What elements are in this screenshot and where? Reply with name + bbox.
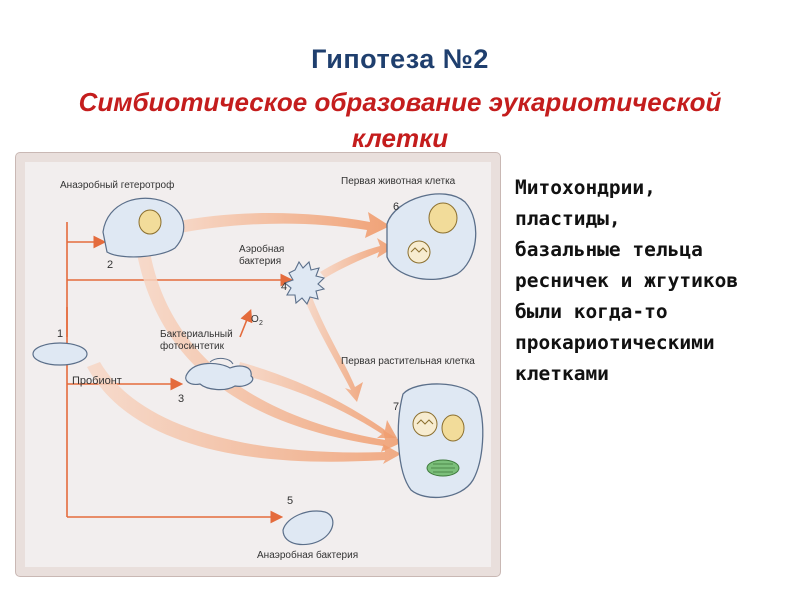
arrow-1-to-7: [87, 362, 401, 464]
plant-mitochondrion-cristae: [416, 419, 434, 425]
oxygen-subscript: 2: [259, 320, 263, 327]
hypothesis-title: Гипотеза №2: [311, 44, 489, 74]
subtitle-line-1: Симбиотическое образование эукариотическ…: [78, 87, 722, 117]
anaerobic-bacterium: [282, 510, 334, 546]
animal-cell: [386, 193, 477, 281]
first-plant-cell-label: Первая растительная клетка: [341, 356, 475, 367]
bacterium-membrane: [209, 357, 234, 365]
first-animal-cell-label: Первая животная клетка: [341, 176, 456, 187]
explanation-line: базальные тельца: [515, 238, 703, 261]
subtitle-line-2: клетки: [351, 123, 449, 153]
number-2: 2: [107, 259, 113, 271]
probiont-label: Пробионт: [72, 375, 122, 387]
number-1: 1: [57, 328, 63, 340]
aerobic-label-2: бактерия: [239, 255, 281, 267]
explanation-line: Митохондрии,: [515, 176, 656, 199]
chloroplast-thylakoids: [431, 463, 455, 473]
number-3: 3: [178, 393, 184, 405]
plant-cell: [397, 383, 484, 499]
explanation-line: прокариотическими: [515, 331, 715, 354]
nucleus: [138, 209, 162, 235]
diagram-frame: 1 Пробионт Анаэробный гетеротроф 2 Бакте…: [16, 153, 500, 576]
probiont-cell: [32, 342, 88, 366]
animal-cell-nucleus: [428, 202, 458, 234]
slide-subtitle: Симбиотическое образование эукариотическ…: [30, 84, 770, 156]
plant-cell-nucleus: [441, 414, 465, 442]
explanation-line: были когда-то: [515, 300, 668, 323]
explanation-line: пластиды,: [515, 207, 621, 230]
number-6: 6: [393, 201, 399, 213]
aerobic-bacterium: [283, 260, 326, 306]
number-5: 5: [287, 495, 293, 507]
diagram-panel: 1 Пробионт Анаэробный гетеротроф 2 Бакте…: [25, 162, 491, 567]
anaerobic-heterotroph-label: Анаэробный гетеротроф: [60, 179, 174, 191]
number-4: 4: [281, 281, 287, 293]
explanation-text: Митохондрии, пластиды, базальные тельца …: [515, 172, 795, 389]
mitochondrion-cristae: [410, 247, 428, 253]
arrow-4-to-7: [303, 292, 363, 402]
aerobic-label-1: Аэробная: [239, 243, 284, 255]
arrow-3-to-7: [237, 362, 397, 438]
photosynthetic-label-2: фотосинтетик: [160, 340, 225, 352]
arrow-2-to-6: [173, 212, 390, 238]
photosynthetic-bacterium: [185, 362, 254, 391]
oxygen-label: O: [251, 314, 259, 325]
anaerobic-bacterium-label: Анаэробная бактерия: [257, 549, 358, 561]
arrow-2-to-7: [137, 252, 403, 452]
explanation-line: ресничек и жгутиков: [515, 269, 739, 292]
arrow-4-to-6: [320, 238, 393, 278]
number-7: 7: [393, 401, 399, 413]
photosynthetic-label-1: Бактериальный: [160, 329, 233, 340]
oxygen-arrow: [239, 309, 253, 338]
explanation-line: клетками: [515, 362, 609, 385]
symbiosis-diagram: 1 Пробионт Анаэробный гетеротроф 2 Бакте…: [32, 176, 484, 561]
